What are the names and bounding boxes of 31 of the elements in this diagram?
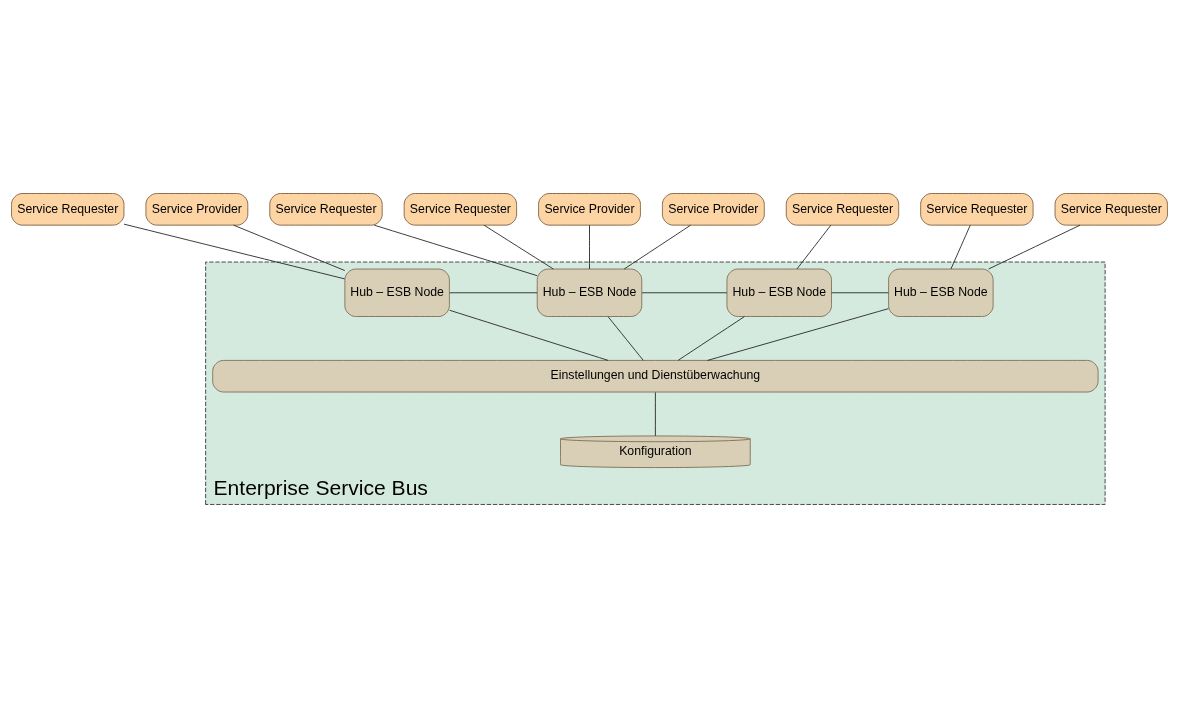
- connector: [796, 224, 832, 269]
- node-box: Service Requester: [920, 192, 1034, 226]
- node-box: Hub – ESB Node: [536, 268, 643, 317]
- connector: [950, 224, 971, 269]
- connector: [449, 309, 609, 361]
- connector: [677, 315, 745, 361]
- node-box: Einstellungen und Dienstüberwachung: [212, 359, 1099, 392]
- connector: [449, 291, 538, 293]
- connector: [123, 223, 346, 279]
- connector: [654, 391, 656, 436]
- node-box: Service Requester: [1054, 192, 1168, 226]
- connector: [589, 224, 590, 269]
- connector: [988, 224, 1081, 269]
- connector: [831, 291, 889, 293]
- connector: [233, 224, 346, 271]
- node-box: Service Provider: [145, 192, 249, 226]
- node-box: Service Requester: [785, 192, 900, 226]
- node-box: Hub – ESB Node: [726, 268, 832, 317]
- connector: [607, 315, 644, 361]
- connector: [641, 291, 728, 293]
- connector: [707, 307, 889, 361]
- node-box: Service Requester: [403, 192, 518, 226]
- node-box: Service Provider: [661, 192, 765, 226]
- connector: [623, 224, 692, 269]
- connector: [483, 224, 554, 269]
- node-box: Hub – ESB Node: [888, 268, 994, 317]
- connector: [373, 224, 538, 276]
- node-box: Service Requester: [11, 192, 125, 226]
- node-box: Hub – ESB Node: [344, 268, 450, 317]
- node-box: Service Requester: [269, 192, 383, 226]
- node-box: Service Provider: [538, 192, 641, 226]
